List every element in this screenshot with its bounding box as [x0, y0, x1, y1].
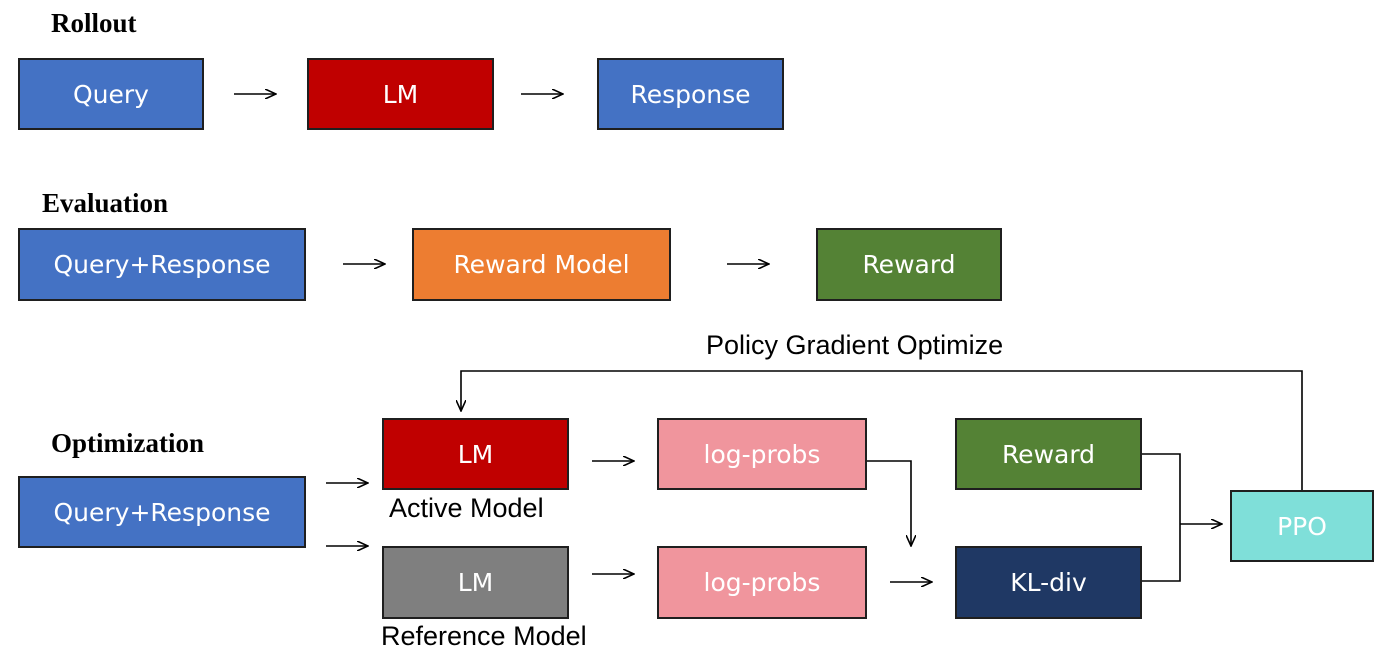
policy-gradient-label: Policy Gradient Optimize: [706, 330, 1004, 360]
active-model-caption: Active Model: [389, 493, 544, 523]
optimization-title: Optimization: [51, 428, 204, 458]
rollout-title: Rollout: [51, 8, 137, 38]
active-logprobs-box: log-probs: [657, 418, 867, 490]
rollout-query-box: Query: [18, 58, 204, 130]
kl-div-box: KL-div: [955, 546, 1142, 619]
optimization-reward-box: Reward: [955, 418, 1142, 490]
line-reward-to-junction: [1142, 453, 1181, 582]
evaluation-query-response-box: Query+Response: [18, 228, 306, 301]
evaluation-reward-box: Reward: [816, 228, 1002, 301]
reference-lm-box: LM: [382, 546, 569, 619]
reference-model-caption: Reference Model: [381, 621, 587, 651]
rollout-lm-box: LM: [307, 58, 494, 130]
reference-logprobs-box: log-probs: [657, 546, 867, 619]
arrow-ppo-feedback-to-lm: [461, 370, 1303, 490]
arrow-active-logprobs-to-kl: [867, 460, 911, 546]
ppo-box: PPO: [1230, 490, 1374, 562]
rollout-response-box: Response: [597, 58, 784, 130]
optimization-query-response-box: Query+Response: [18, 476, 306, 548]
active-lm-box: LM: [382, 418, 569, 490]
evaluation-title: Evaluation: [42, 188, 169, 218]
reward-model-box: Reward Model: [412, 228, 671, 301]
